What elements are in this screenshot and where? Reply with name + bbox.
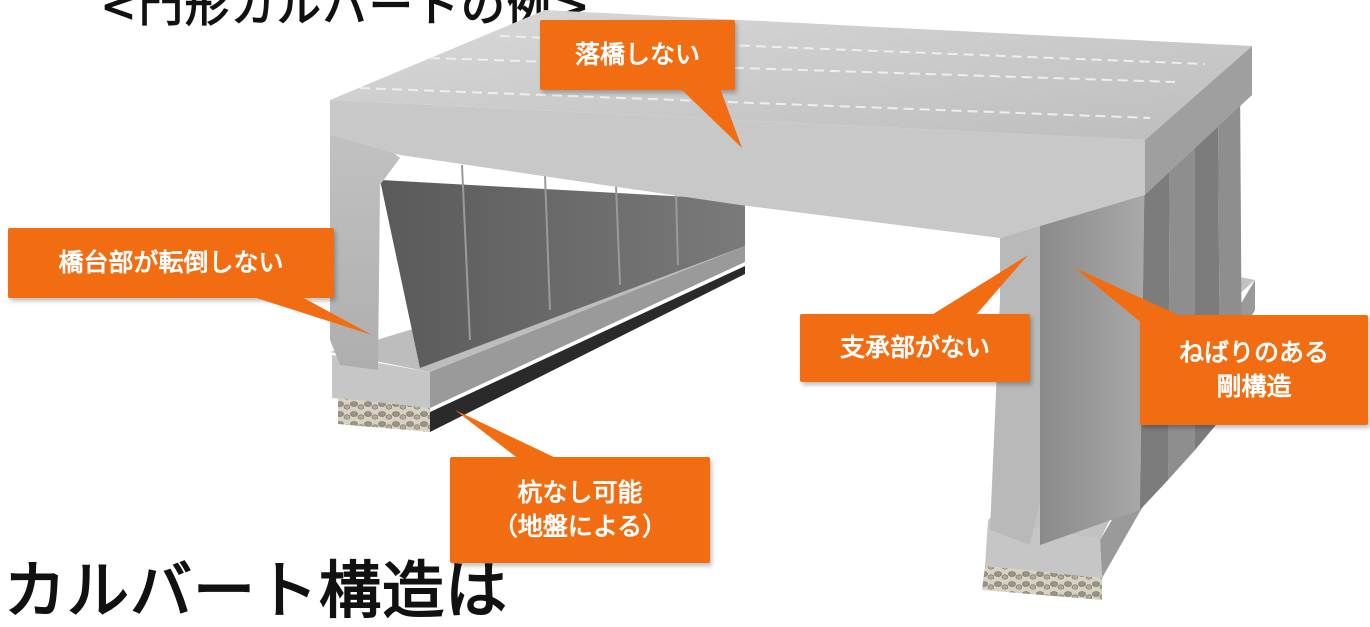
callout-no-topple: 橋台部が転倒しない — [8, 228, 334, 298]
slab-front — [330, 100, 1145, 238]
pointer-no-fall — [680, 88, 742, 148]
pointer-no-bearing — [930, 255, 1028, 316]
right-leg-front — [990, 222, 1040, 545]
right-leg-outer — [1040, 140, 1145, 545]
callout-no-bearing: 支承部がない — [800, 314, 1030, 382]
left-footing-front — [332, 355, 430, 408]
pointer-rigid — [1075, 268, 1185, 330]
slab-side — [1145, 46, 1252, 195]
left-inner-wall — [380, 180, 745, 368]
right-gravel — [982, 566, 1102, 600]
left-waterproof-strip — [430, 266, 745, 432]
pointer-no-topple — [250, 296, 372, 335]
callout-no-pile: 杭なし可能 （地盤による） — [450, 457, 710, 563]
pointer-no-pile — [455, 410, 560, 460]
callout-rigid-structure: ねばりのある 剛構造 — [1140, 315, 1368, 425]
left-gravel — [338, 398, 430, 432]
section-heading: カルバート構造は — [4, 554, 509, 627]
callout-no-fall: 落橋しない — [540, 20, 735, 90]
left-footing-side — [430, 246, 745, 408]
left-leg-front — [330, 100, 400, 370]
